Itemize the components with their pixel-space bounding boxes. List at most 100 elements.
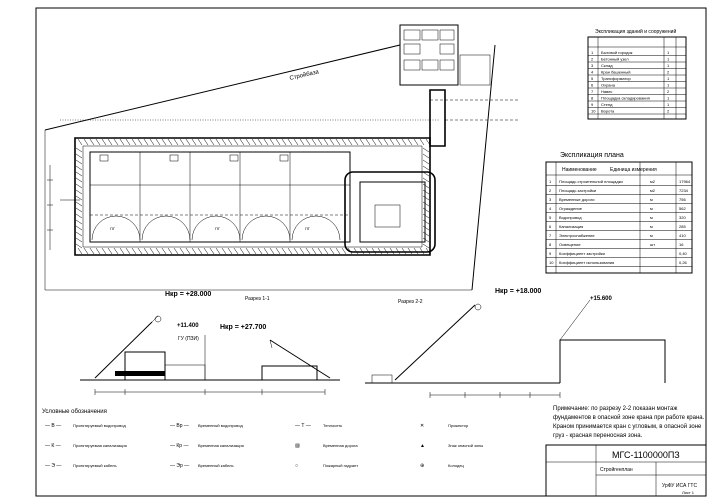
section-2-2: Разрез 2-2 Hкр = +18.000 +15.600: [365, 288, 666, 398]
lt-row-num: 7: [591, 89, 594, 94]
left-dim-chain: [47, 165, 53, 250]
legend-symbol: — Э —: [45, 463, 61, 469]
legend-label: Временный кабель: [198, 463, 234, 468]
lt-row-name: Ворота: [601, 109, 615, 114]
lt-row-name: Кран башенный: [601, 70, 630, 75]
lt-row-qty: 1: [667, 76, 670, 81]
note-line-4: груз - красная переносная зона.: [553, 433, 643, 439]
site-fixtures: [99, 154, 289, 162]
lt-row-qty: 2: [667, 89, 670, 94]
legend-symbol: — В —: [45, 423, 61, 429]
lt-row-num: 6: [591, 83, 594, 88]
qt-row-name: Водопровод: [559, 215, 582, 220]
qt-row-num: 2: [549, 188, 552, 193]
qt-row-num: 6: [549, 224, 552, 229]
legend-symbol: — Кр —: [170, 443, 188, 449]
temporary-road-inner: [82, 145, 423, 248]
qt-row-unit: м: [650, 197, 653, 202]
symbols-legend-title: Условные обозначения: [42, 409, 107, 415]
qt-row-num: 7: [549, 233, 552, 238]
legend-label: Временный водопровод: [198, 423, 243, 428]
road-hatch: [75, 138, 431, 255]
qt-row-num: 10: [549, 260, 554, 265]
legend-symbol: ⊕: [420, 463, 424, 469]
section1-dim-ticks: [94, 389, 326, 395]
qt-row-unit: м: [650, 233, 653, 238]
legend-label: Временная дорога: [323, 443, 358, 448]
annex-road: [344, 171, 436, 253]
building-columns: [139, 152, 291, 242]
qt-row-unit: м: [650, 206, 653, 211]
pg-mark-2: ПГ: [215, 226, 221, 231]
lt-row-num: 8: [591, 96, 594, 101]
lt-row-name: Навес: [601, 89, 612, 94]
legend-symbol: ▨: [295, 443, 300, 449]
legend-label: Проектируемый водопровод: [73, 423, 126, 428]
legend-label: Проектируемая канализация: [73, 443, 127, 448]
legend-label: Проектируемый кабель: [73, 463, 117, 468]
qt-row-unit: м2: [650, 179, 656, 184]
legend-label: Прожектор: [448, 423, 469, 428]
drawing-note: Примечание: по разрезу 2-2 показан монта…: [553, 406, 705, 439]
lt-row-num: 9: [591, 102, 594, 107]
section1-top-elevation: +11.400: [177, 323, 199, 329]
road-spur: [429, 89, 446, 147]
lt-row-qty: 2: [667, 109, 670, 114]
buildings-explication-title: Экспликация зданий и сооружений: [595, 28, 676, 35]
lt-row-qty: 1: [667, 50, 670, 55]
qt-row-value: 16: [679, 242, 684, 247]
qt-row-unit: м2: [650, 188, 656, 193]
legend-label: Пожарный гидрант: [323, 463, 358, 468]
legend-symbol: — К —: [45, 443, 61, 449]
site-plan: Стройбаза ПГ П: [44, 24, 520, 291]
qt-row-unit: м: [650, 215, 653, 220]
qt-row-name: Площадь строительной площадки: [559, 179, 623, 184]
title-block: МГС-1100000ПЗ Стройгенплан УрФУ ИСА ГТС …: [545, 444, 707, 497]
temporary-road: [74, 137, 431, 256]
stamp-sheet: Лист 1: [682, 490, 695, 495]
annex-inner: [374, 204, 401, 228]
section2-top-elevation: +15.600: [590, 296, 613, 302]
section2-title: Разрез 2-2: [398, 299, 423, 305]
qt-row-value: 7234: [679, 188, 689, 193]
lt-row-num: 5: [591, 76, 594, 81]
qt-row-num: 1: [549, 179, 552, 184]
qt-row-num: 5: [549, 215, 552, 220]
lt-row-qty: 1: [667, 83, 670, 88]
qt-row-name: Коэффициент использования: [559, 260, 614, 265]
pg-mark-1: ПГ: [110, 226, 116, 231]
qt-row-unit: шт: [650, 242, 655, 247]
qt-row-value: 320: [679, 215, 686, 220]
legend-label: Теплосеть: [323, 423, 342, 428]
lt-row-qty: 1: [667, 57, 670, 62]
plan-explication-col2: Единица измерения: [610, 167, 657, 173]
section2-dim-ticks: [429, 392, 561, 398]
qt-row-name: Ограждение: [559, 206, 583, 211]
plan-explication: Экспликация плана Наименование Единица и…: [545, 152, 693, 274]
boundary-line: [44, 44, 401, 131]
hydrant-marks: ПГ ПГ ПГ: [110, 226, 311, 231]
main-building: [89, 151, 351, 243]
lt-row-qty: 1: [667, 102, 670, 107]
section1-title: Разрез 1-1: [245, 296, 270, 302]
note-line-1: Примечание: по разрезу 2-2 показан монта…: [553, 406, 677, 412]
lt-row-name: Трансформатор: [601, 76, 632, 81]
legend-symbol: ✕: [420, 423, 424, 429]
qt-row-num: 3: [549, 197, 552, 202]
section1-tag: ГУ (ПЗИ): [178, 336, 199, 342]
legend-symbol: ▲: [420, 443, 425, 449]
lt-row-num: 2: [591, 57, 594, 62]
lt-row-num: 10: [591, 109, 596, 114]
lt-row-name: Бетонный узел: [601, 57, 629, 62]
section1-mid-height: Hкр = +27.700: [220, 324, 266, 331]
site-office-block: [399, 24, 459, 86]
boundary-line-right: [471, 44, 496, 291]
legend-label: Знак опасной зоны: [448, 443, 483, 448]
note-line-2: фундаментов в опасной зоне крана при раб…: [553, 414, 705, 421]
lt-row-qty: 2: [667, 70, 670, 75]
lt-row-name: Охрана: [601, 83, 616, 88]
